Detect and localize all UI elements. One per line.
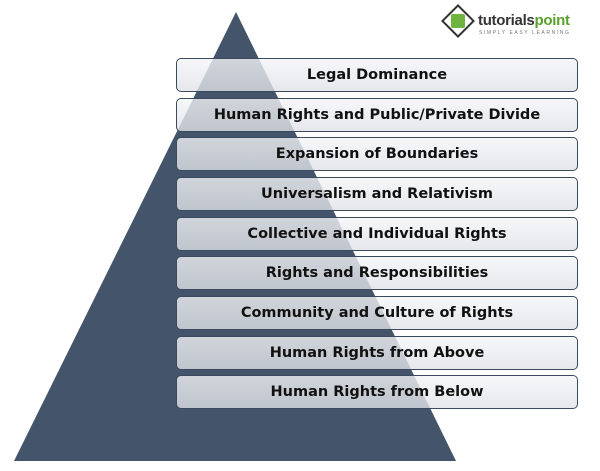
logo-name-1: tutorials — [478, 12, 535, 29]
level-box: Expansion of Boundaries — [176, 137, 578, 171]
level-box: Community and Culture of Rights — [176, 296, 578, 330]
level-box: Rights and Responsibilities — [176, 256, 578, 290]
level-box: Collective and Individual Rights — [176, 217, 578, 251]
logo-tagline: SIMPLY EASY LEARNING — [479, 30, 571, 36]
logo-name-2: point — [534, 12, 570, 29]
logo-book-icon — [451, 14, 465, 28]
level-box: Human Rights and Public/Private Divide — [176, 98, 578, 132]
level-box: Universalism and Relativism — [176, 177, 578, 211]
level-box: Human Rights from Above — [176, 336, 578, 370]
level-box: Legal Dominance — [176, 58, 578, 92]
level-box: Human Rights from Below — [176, 375, 578, 409]
tutorialspoint-logo: tutorialspoint SIMPLY EASY LEARNING — [441, 4, 592, 42]
